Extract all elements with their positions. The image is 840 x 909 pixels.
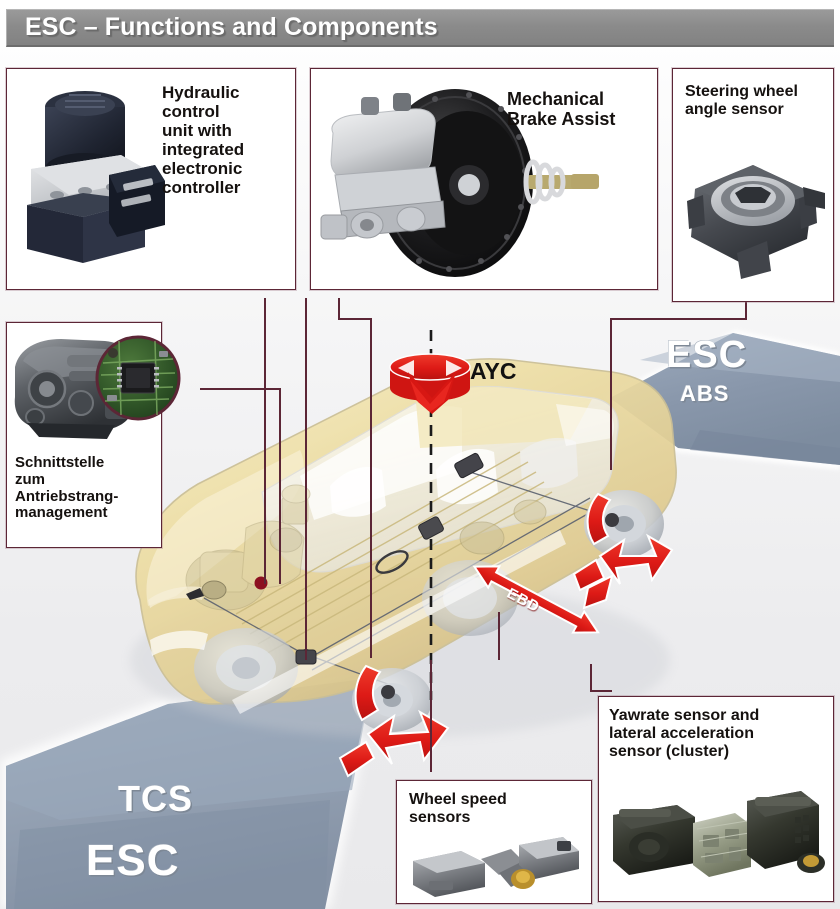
brake-force-arrow-front-right — [338, 664, 450, 778]
label-ayc: AYC — [470, 358, 517, 384]
panel-yawrate-sensor-cluster[interactable]: Yawrate sensor and lateral acceleration … — [598, 696, 834, 902]
leader-line-yawrate-3 — [498, 612, 500, 660]
yawrate-sensor-cluster-photo — [613, 791, 825, 877]
panel-caption-hydraulic-control-unit: Hydraulic control unit with integrated e… — [162, 83, 245, 198]
leader-line-yawrate-1 — [590, 664, 592, 692]
leader-line-powertrain-1 — [200, 388, 280, 390]
steering-angle-sensor-photo — [687, 165, 825, 279]
panel-wheel-speed-sensors[interactable]: Wheel speed sensors — [396, 780, 592, 904]
leader-line-yawrate-2 — [590, 690, 612, 692]
brake-force-arrow-rear-right — [572, 492, 674, 592]
road-label-esc-top: ESC — [666, 334, 748, 376]
wheel-speed-sensor-photo — [413, 837, 579, 897]
leader-line-steering-3 — [610, 318, 612, 470]
panel-caption-steering-wheel-angle-sensor: Steering wheel angle sensor — [685, 83, 798, 118]
road-label-tcs-bottom: TCS — [118, 778, 193, 819]
ebd-arrow — [472, 565, 600, 634]
panel-steering-wheel-angle-sensor[interactable]: Steering wheel angle sensor — [672, 68, 834, 302]
leader-line-hcu — [264, 298, 266, 584]
panel-caption-mechanical-brake-assist: Mechanical Brake Assist — [507, 89, 616, 130]
leader-line-wheel-speed-1 — [430, 660, 432, 772]
panel-caption-wheel-speed-sensors: Wheel speed sensors — [409, 791, 507, 826]
panel-mechanical-brake-assist[interactable]: Mechanical Brake Assist — [310, 68, 658, 290]
page-title-bar: ESC – Functions and Components — [6, 9, 834, 47]
panel-caption-yawrate-sensor-cluster: Yawrate sensor and lateral acceleration … — [609, 707, 760, 760]
leader-line-brake-assist-3 — [338, 318, 372, 320]
panel-hydraulic-control-unit[interactable]: Hydraulic control unit with integrated e… — [6, 68, 296, 290]
leader-line-brake-assist-4 — [370, 318, 372, 658]
leader-line-brake-assist-1 — [305, 298, 307, 660]
hydraulic-control-unit-photo — [27, 91, 165, 263]
panel-powertrain-interface[interactable]: Schnittstelle zum Antriebstrang- managem… — [6, 322, 181, 548]
leader-line-steering-1 — [745, 298, 747, 320]
ayc-rotation-symbol — [389, 330, 471, 700]
leader-line-powertrain-2 — [279, 388, 281, 584]
page-title: ESC – Functions and Components — [25, 13, 438, 41]
leader-line-steering-2 — [610, 318, 747, 320]
ecu-pcb-inset — [95, 335, 181, 421]
road-patch-lower-left — [0, 672, 380, 909]
road-label-abs-top: ABS — [680, 381, 730, 406]
leader-line-brake-assist-2 — [338, 298, 340, 320]
panel-caption-powertrain-interface: Schnittstelle zum Antriebstrang- managem… — [15, 454, 119, 522]
brake-force-arrow-small — [582, 574, 614, 610]
road-label-esc-bottom: ESC — [86, 836, 180, 885]
brake-booster-master-cylinder-photo — [320, 89, 599, 277]
